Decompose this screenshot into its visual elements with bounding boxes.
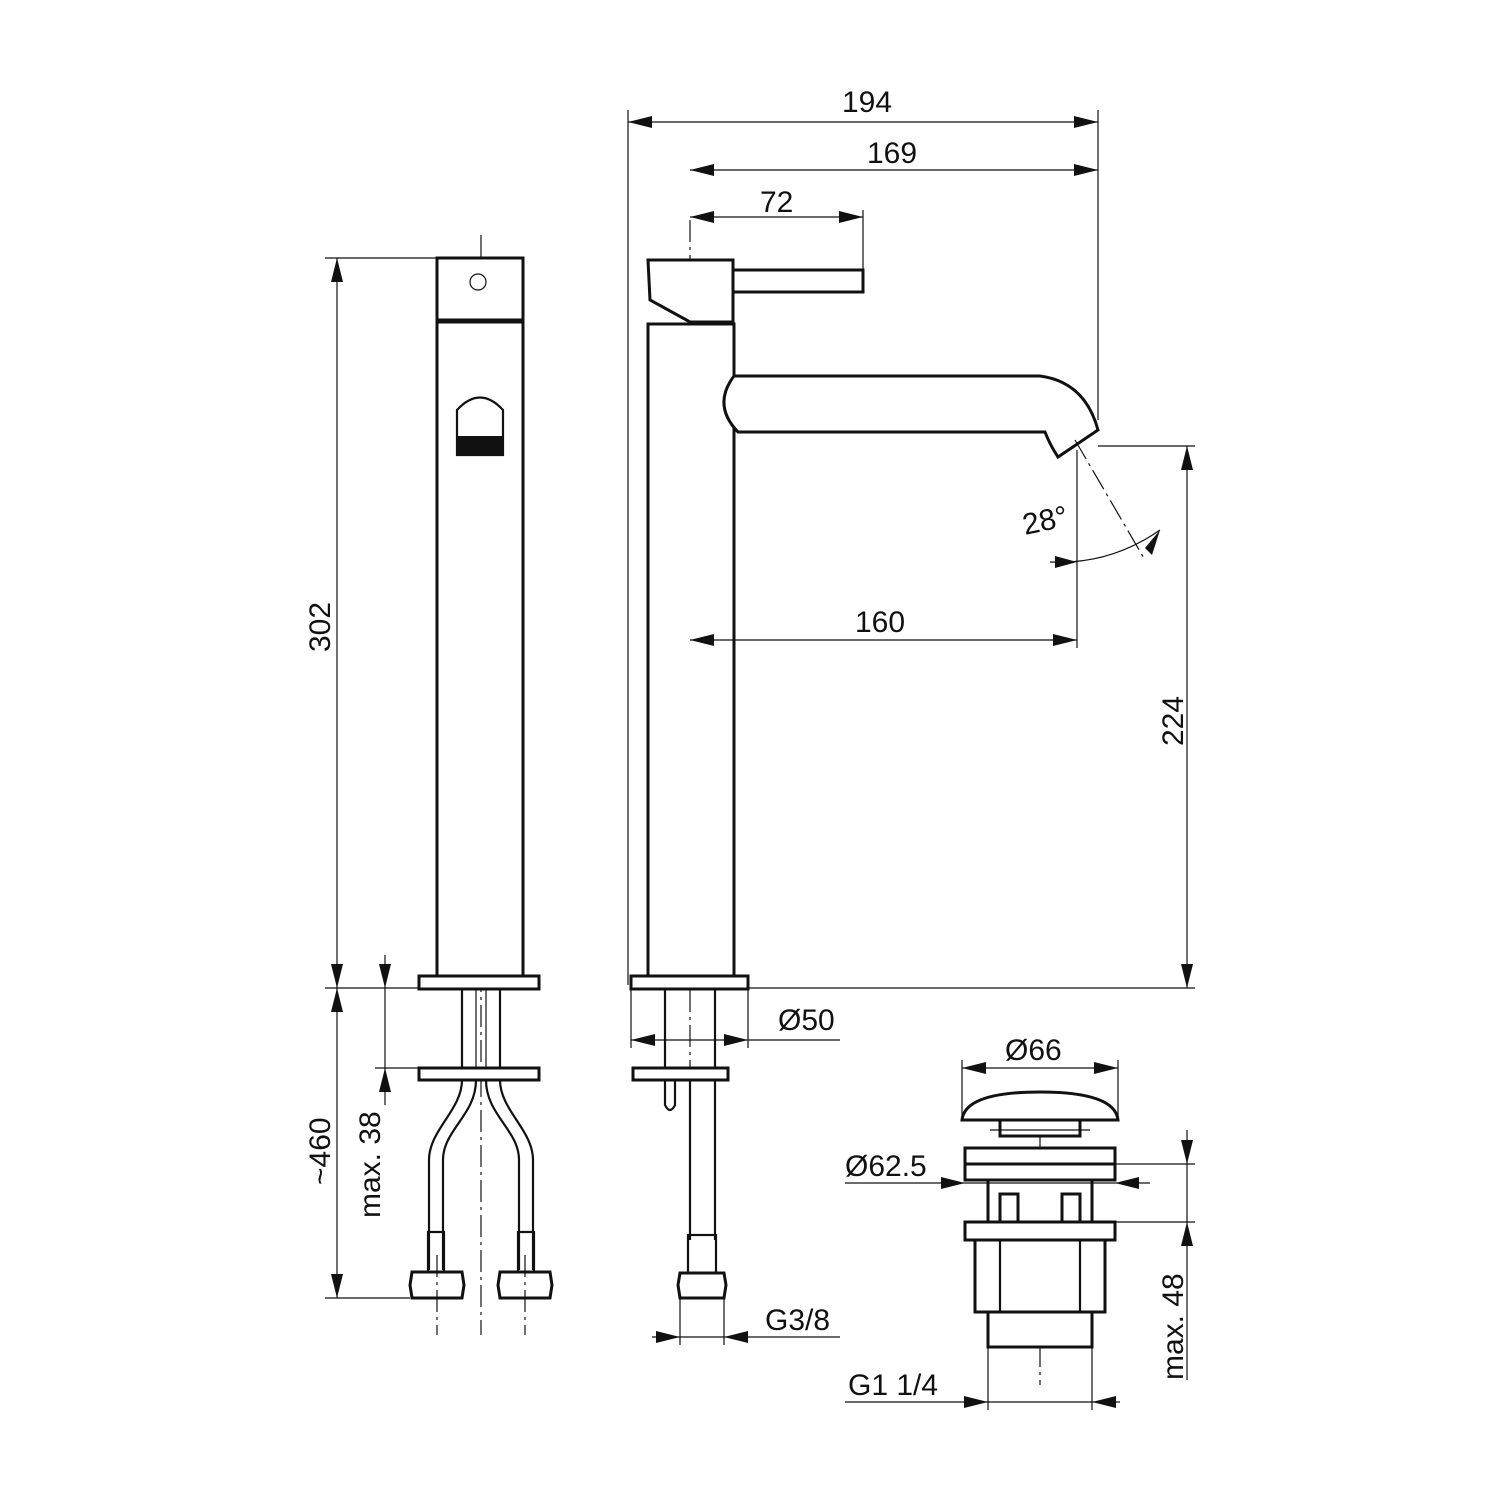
dimension-labels: 194 169 72 302 224 160 28° Ø50 ~460 max.… <box>304 86 1190 1402</box>
dim-28-degrees: 28° <box>1020 500 1071 542</box>
dim-g1-1-4: G1 1/4 <box>848 1369 938 1402</box>
dim-72: 72 <box>760 186 793 219</box>
dim-302: 302 <box>304 602 337 652</box>
dimension-lines <box>325 110 1195 1410</box>
dim-base-diameter: Ø50 <box>778 1004 835 1037</box>
dim-max-38: max. 38 <box>354 1111 387 1218</box>
dim-169: 169 <box>867 137 917 170</box>
dim-194: 194 <box>842 86 892 119</box>
dim-hose-length: ~460 <box>304 1117 337 1185</box>
front-view <box>408 235 554 1335</box>
dim-62-5: Ø62.5 <box>845 1150 927 1183</box>
dim-max-48: max. 48 <box>1157 1273 1190 1380</box>
waste-view <box>960 1090 1120 1385</box>
side-view <box>629 220 1146 1300</box>
dim-g38: G3/8 <box>765 1304 830 1337</box>
dim-160: 160 <box>855 606 905 639</box>
dim-66: Ø66 <box>1005 1034 1062 1067</box>
dim-224: 224 <box>1157 696 1190 746</box>
